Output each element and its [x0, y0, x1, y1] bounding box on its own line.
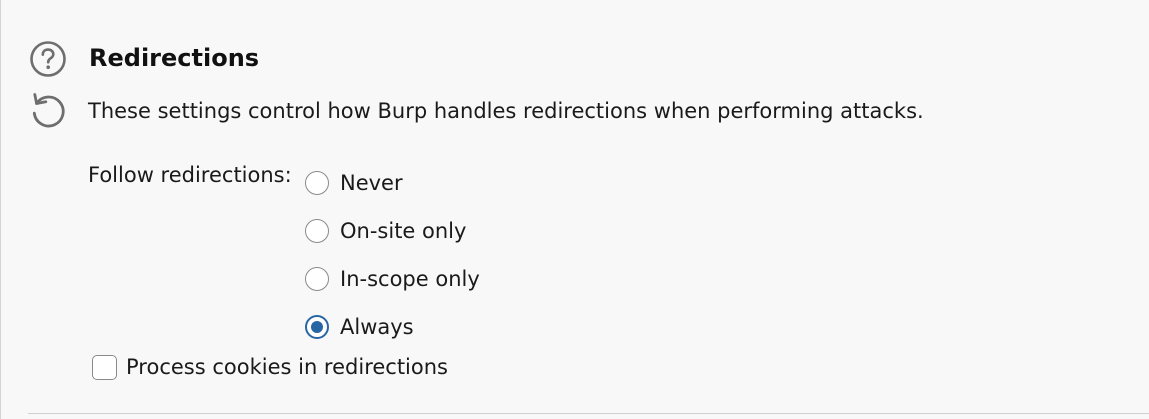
- process-cookies-label: Process cookies in redirections: [126, 355, 448, 379]
- radio-button-selected[interactable]: [305, 315, 329, 339]
- undo-arrow-icon: [32, 93, 65, 128]
- radio-label: On-site only: [340, 219, 467, 243]
- section-description: These settings control how Burp handles …: [88, 99, 924, 123]
- process-cookies-checkbox[interactable]: [92, 354, 117, 380]
- section-title: Redirections: [89, 44, 260, 72]
- question-mark-icon: [30, 41, 66, 77]
- radio-option-in-scope-only[interactable]: In-scope only: [305, 255, 480, 303]
- process-cookies-option[interactable]: Process cookies in redirections: [92, 352, 448, 382]
- reset-defaults-icon[interactable]: [28, 89, 68, 129]
- radio-label: In-scope only: [340, 267, 480, 291]
- radio-button[interactable]: [305, 171, 329, 195]
- radio-label: Never: [340, 171, 403, 195]
- follow-redirections-radio-group: Never On-site only In-scope only Always: [305, 159, 480, 351]
- radio-button[interactable]: [305, 267, 329, 291]
- radio-option-always[interactable]: Always: [305, 303, 480, 351]
- radio-option-never[interactable]: Never: [305, 159, 480, 207]
- radio-option-on-site-only[interactable]: On-site only: [305, 207, 480, 255]
- radio-button[interactable]: [305, 219, 329, 243]
- radio-label: Always: [340, 315, 414, 339]
- follow-redirections-label: Follow redirections:: [88, 163, 292, 187]
- help-icon[interactable]: [28, 39, 68, 79]
- section-divider: [28, 413, 1149, 414]
